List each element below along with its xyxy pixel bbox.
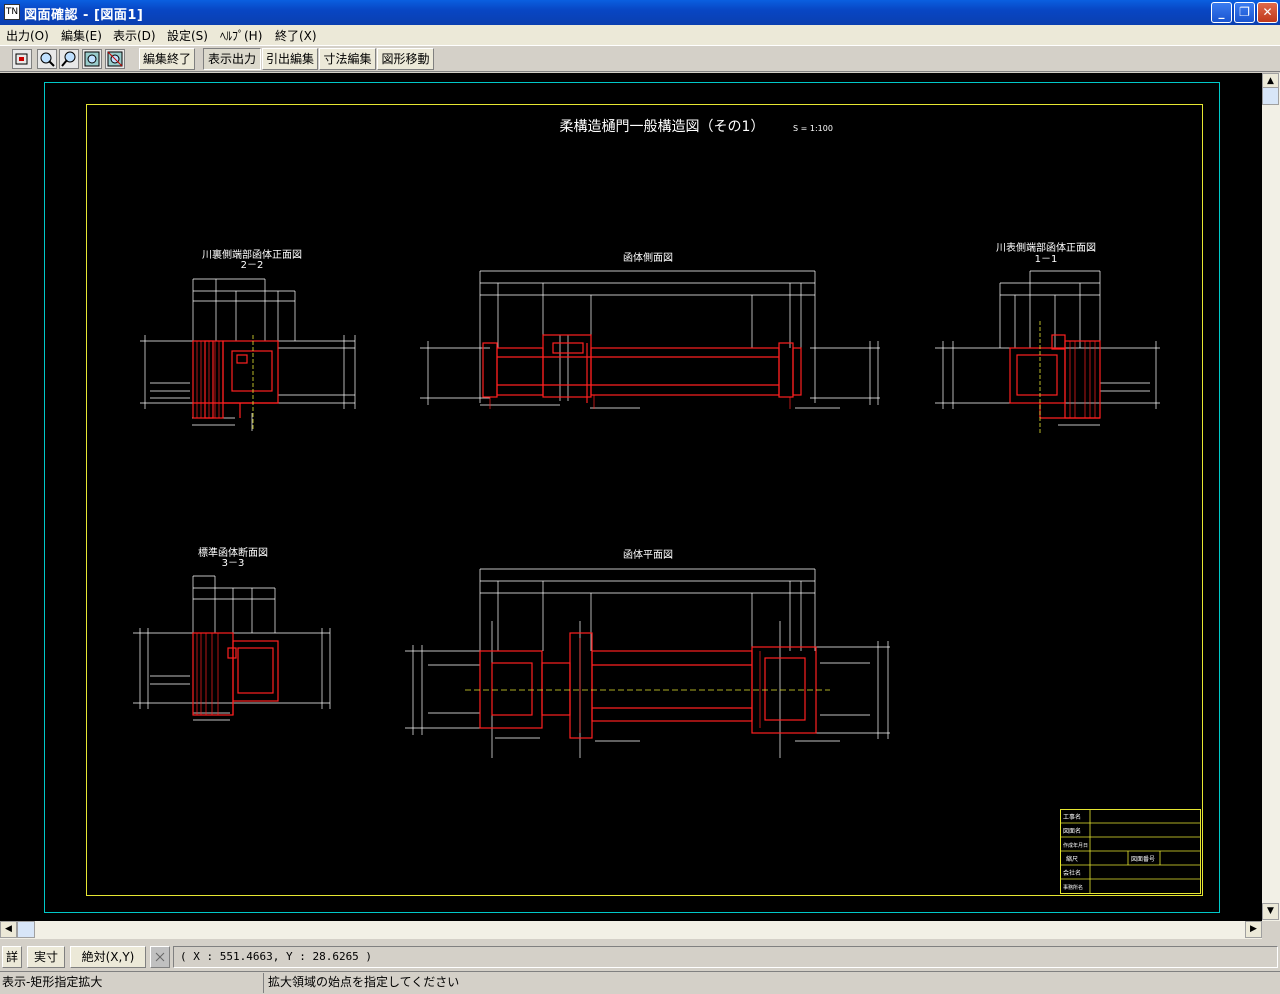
title-bar: TN 図面確認 - [図面1] _ ❐ ✕ — [0, 0, 1280, 25]
menu-help[interactable]: ﾍﾙﾌﾟ(H) — [220, 29, 263, 43]
zoom-rect-icon[interactable] — [37, 49, 57, 69]
view-subtitle: 3－3 — [222, 558, 245, 569]
scroll-up-icon[interactable]: ▲ — [1262, 73, 1279, 90]
view-box-plan: 函体平面図 — [405, 549, 890, 758]
drawing-scale: S = 1:100 — [793, 124, 833, 133]
edit-end-button[interactable]: 編集終了 — [139, 48, 195, 70]
drawing-title: 柔構造樋門一般構造図（その1） — [560, 119, 765, 135]
cancel-icon[interactable] — [150, 946, 170, 968]
horizontal-scrollbar[interactable]: ◀ ▶ — [0, 921, 1262, 939]
dimension-edit-button[interactable]: 寸法編集 — [319, 48, 376, 70]
scroll-thumb[interactable] — [17, 921, 35, 938]
title-block: 工事名 図面名 作成年月日 縮尺 図面番号 会社名 事務所名 — [1060, 809, 1201, 894]
select-icon[interactable] — [12, 49, 32, 69]
title-block-label: 図面番号 — [1131, 856, 1155, 863]
outer-border — [44, 82, 1220, 913]
app-icon: TN — [4, 4, 20, 20]
status-bar-top: 詳 実寸 絶対(X,Y) ( X : 551.4663, Y : 28.6265… — [0, 943, 1280, 971]
scroll-left-icon[interactable]: ◀ — [0, 921, 17, 938]
view-title: 函体側面図 — [623, 251, 673, 264]
view-title: 函体平面図 — [623, 549, 673, 561]
zoom-icon[interactable] — [59, 49, 79, 69]
view-subtitle: 1－1 — [1035, 254, 1058, 265]
mode-status: 表示-矩形指定拡大 — [0, 973, 264, 993]
title-block-label: 作成年月日 — [1063, 842, 1088, 849]
menu-output[interactable]: 出力(O) — [6, 29, 49, 43]
absolute-coords-button[interactable]: 絶対(X,Y) — [70, 946, 146, 968]
restore-button[interactable]: ❐ — [1234, 2, 1255, 23]
title-block-label: 縮尺 — [1066, 855, 1078, 863]
toolbar: 編集終了 表示出力 引出編集 寸法編集 図形移動 — [0, 45, 1280, 72]
view-subtitle: 2－2 — [241, 260, 264, 271]
zoom-all-icon[interactable] — [105, 49, 125, 69]
scroll-corner — [1262, 921, 1280, 939]
menu-edit[interactable]: 編集(E) — [61, 29, 102, 43]
scroll-down-icon[interactable]: ▼ — [1262, 903, 1279, 920]
scroll-right-icon[interactable]: ▶ — [1245, 921, 1262, 938]
title-block-label: 図面名 — [1063, 827, 1081, 835]
leader-edit-button[interactable]: 引出編集 — [262, 48, 318, 70]
view-title: 標準函体断面図 — [198, 546, 268, 559]
display-output-button[interactable]: 表示出力 — [203, 48, 261, 70]
title-block-label: 工事名 — [1063, 813, 1081, 821]
detail-button[interactable]: 詳 — [2, 946, 22, 968]
view-rear-end-front: 川裏側端部函体正面図 2－2 — [140, 248, 356, 431]
view-standard-section: 標準函体断面図 3－3 — [133, 546, 331, 721]
window-title: 図面確認 - [図面1] — [24, 8, 144, 23]
menu-bar: 出力(O) 編集(E) 表示(D) 設定(S) ﾍﾙﾌﾟ(H) 終了(X) — [0, 25, 1280, 45]
title-block-label: 事務所名 — [1063, 884, 1083, 891]
figure-move-button[interactable]: 図形移動 — [377, 48, 434, 70]
vertical-scrollbar[interactable]: ▲ ▼ — [1262, 73, 1280, 921]
menu-settings[interactable]: 設定(S) — [167, 29, 208, 43]
menu-view[interactable]: 表示(D) — [113, 29, 156, 43]
zoom-fit-icon[interactable] — [82, 49, 102, 69]
inner-border — [86, 104, 1203, 896]
view-front-end-front: 川表側端部函体正面図 1－1 — [935, 241, 1160, 433]
drawing-canvas[interactable]: 柔構造樋門一般構造図（その1） S = 1:100 川裏側端部函体正面図 2－2 — [0, 73, 1262, 921]
title-block-label: 会社名 — [1063, 869, 1081, 877]
actual-size-button[interactable]: 実寸 — [27, 946, 65, 968]
minimize-button[interactable]: _ — [1211, 2, 1232, 23]
close-button[interactable]: ✕ — [1257, 2, 1278, 23]
scroll-thumb[interactable] — [1262, 87, 1279, 105]
coordinate-readout: ( X : 551.4663, Y : 28.6265 ) — [173, 946, 1278, 968]
view-title: 川表側端部函体正面図 — [996, 241, 1096, 254]
prompt-status: 拡大領域の始点を指定してください — [268, 975, 460, 989]
menu-exit[interactable]: 終了(X) — [275, 29, 317, 43]
view-title: 川裏側端部函体正面図 — [202, 248, 302, 261]
status-bar-bottom: 表示-矩形指定拡大 拡大領域の始点を指定してください — [0, 971, 1280, 994]
view-box-side: 函体側面図 — [420, 251, 880, 409]
